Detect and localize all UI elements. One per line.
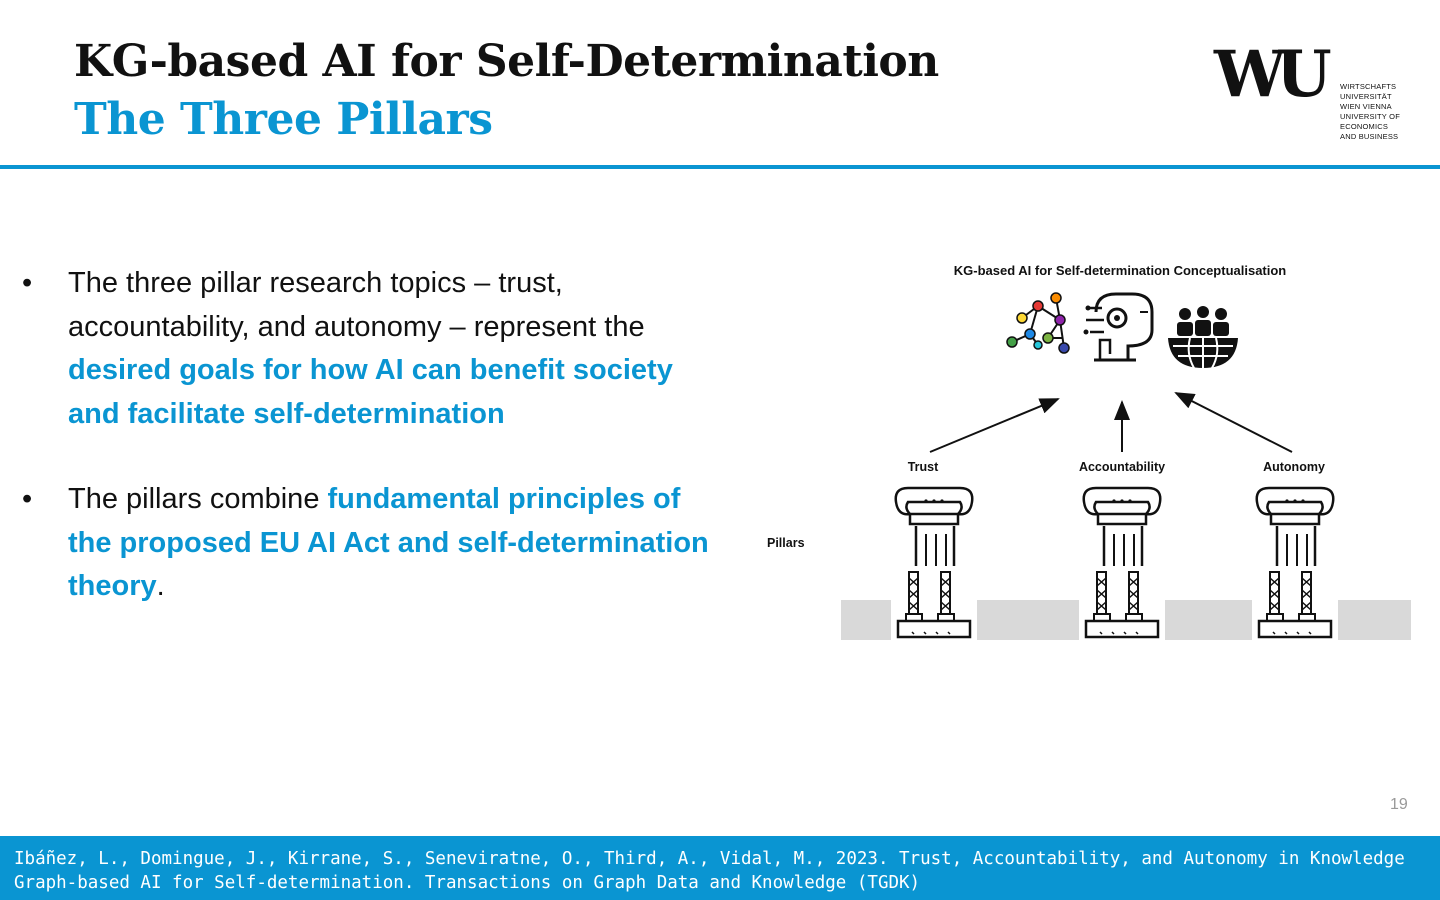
logo-line: ECONOMICS	[1340, 122, 1389, 131]
bullet-text-end: .	[156, 570, 165, 602]
bullet-symbol: •	[22, 483, 33, 515]
knowledge-graph-icon	[1006, 292, 1070, 354]
trust-arrow	[929, 398, 1060, 453]
bullet-highlight: fundamental principles of the proposed E…	[68, 483, 709, 602]
slide-title: KG-based AI for Self-Determination	[74, 36, 939, 87]
header-divider	[0, 165, 1440, 169]
logo-line: UNIVERSITY OF	[1340, 112, 1400, 121]
bullet-item: • The pillars combine fundamental princi…	[22, 478, 722, 609]
logo-text: WIRTSCHAFTS UNIVERSITÄT WIEN VIENNA UNIV…	[1340, 82, 1400, 142]
bullet-highlight: desired goals for how AI can benefit soc…	[68, 354, 673, 430]
logo-mark: WU	[1214, 37, 1332, 112]
university-logo: WU WIRTSCHAFTS UNIVERSITÄT WIEN VIENNA U…	[1214, 42, 1404, 146]
bullet-list: • The three pillar research topics – tru…	[22, 262, 722, 651]
slide-subtitle: The Three Pillars	[74, 94, 493, 145]
autonomy-pillar-icon	[1250, 486, 1340, 644]
accountability-pillar-icon	[1077, 486, 1167, 644]
bullet-text: The pillars combine	[68, 483, 328, 515]
logo-line: WIRTSCHAFTS	[1340, 82, 1397, 91]
pillar-label-accountability: Accountability	[1079, 460, 1165, 474]
logo-line: AND BUSINESS	[1340, 132, 1399, 141]
bullet-text: The three pillar research topics – trust…	[68, 267, 645, 343]
pillar-label-autonomy: Autonomy	[1263, 460, 1325, 474]
ai-brain-icon	[1083, 292, 1154, 362]
citation-line: Ibáñez, L., Domingue, J., Kirrane, S., S…	[14, 849, 1405, 869]
pillars-diagram: KG-based AI for Self-determination Conce…	[760, 250, 1420, 660]
trust-pillar-icon	[889, 486, 979, 644]
pillars-side-label: Pillars	[767, 536, 805, 550]
pillar-label-trust: Trust	[908, 460, 939, 474]
diagram-title: KG-based AI for Self-determination Conce…	[954, 263, 1287, 278]
community-globe-icon	[1168, 306, 1238, 369]
logo-line: UNIVERSITÄT	[1340, 92, 1392, 101]
citation-footer: Ibáñez, L., Domingue, J., Kirrane, S., S…	[0, 836, 1440, 900]
logo-line: WIEN VIENNA	[1340, 102, 1392, 111]
citation-line: Graph-based AI for Self-determination. T…	[14, 873, 921, 893]
bullet-item: • The three pillar research topics – tru…	[22, 262, 722, 436]
pillars-diagram-svg: KG-based AI for Self-determination Conce…	[767, 263, 1411, 644]
autonomy-arrow	[1174, 392, 1293, 453]
page-number: 19	[1390, 796, 1408, 813]
bullet-symbol: •	[22, 267, 33, 299]
